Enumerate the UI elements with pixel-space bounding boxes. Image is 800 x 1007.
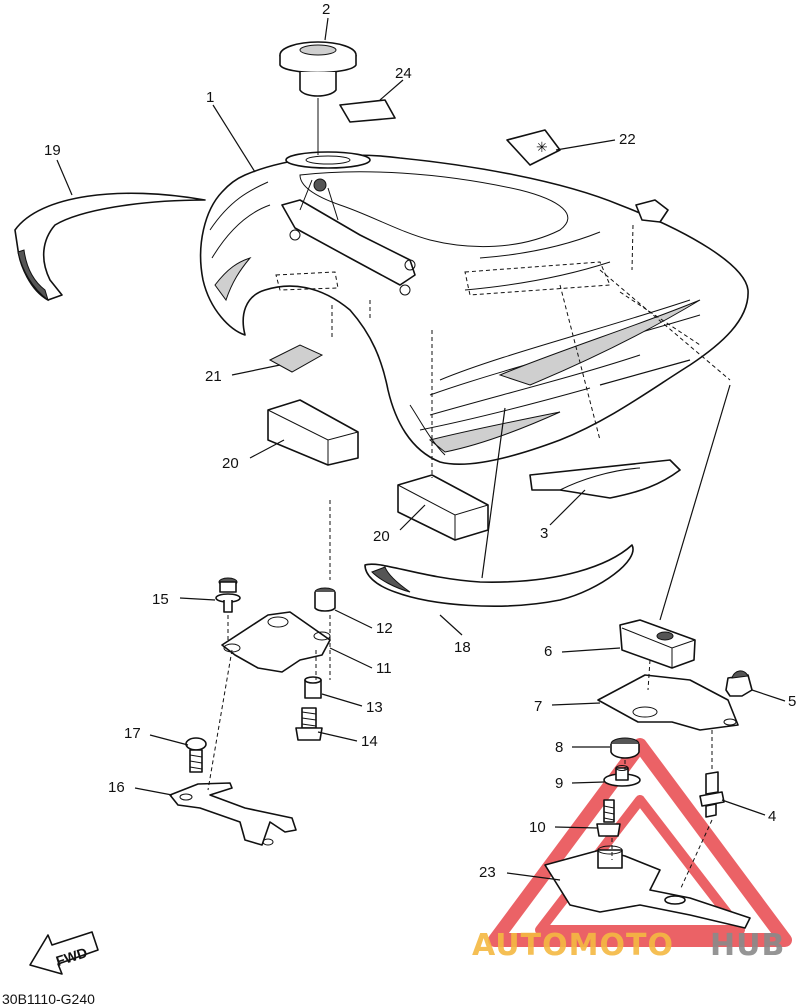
callout-10: 10 — [529, 819, 546, 836]
watermark-text-part2: HUB — [710, 928, 785, 963]
damper-block-6 — [619, 619, 696, 669]
callout-12: 12 — [376, 620, 393, 637]
callout-15: 15 — [152, 591, 169, 608]
nut-5 — [725, 670, 753, 697]
fwd-arrow-icon: FWD — [29, 931, 99, 975]
callout-13: 13 — [366, 699, 383, 716]
callout-4: 4 — [768, 808, 776, 825]
damper-pad-20-left — [267, 399, 359, 466]
callout-22: 22 — [619, 131, 636, 148]
callout-14: 14 — [361, 733, 378, 750]
panel-3 — [529, 459, 681, 499]
grommet-8 — [610, 737, 640, 759]
callout-9: 9 — [555, 775, 563, 792]
callout-19: 19 — [44, 142, 61, 159]
callout-24: 24 — [395, 65, 412, 82]
fuel-cap — [279, 41, 357, 155]
collar-13 — [304, 676, 322, 699]
callout-7: 7 — [534, 698, 542, 715]
callout-16: 16 — [108, 779, 125, 796]
label-decal-24 — [339, 99, 396, 123]
callout-23: 23 — [479, 864, 496, 881]
watermark-triangle-logo — [488, 738, 792, 947]
callout-18: 18 — [454, 639, 471, 656]
callout-17: 17 — [124, 725, 141, 742]
assembly-lines — [207, 224, 731, 891]
side-strip-18 — [364, 544, 634, 607]
trim-strip-19 — [14, 192, 206, 302]
damper-pad-20-right — [397, 474, 489, 541]
callout-8: 8 — [555, 739, 563, 756]
callout-5: 5 — [788, 693, 796, 710]
callout-2: 2 — [322, 1, 330, 18]
diagram-code: 30B1110-G240 — [2, 991, 95, 1007]
callout-1: 1 — [206, 89, 214, 106]
leader-lines — [56, 17, 786, 881]
callout-21: 21 — [205, 368, 222, 385]
bolt-14 — [295, 707, 323, 741]
rubber-grommet-12 — [314, 587, 336, 612]
caution-label-22: ✳ — [506, 129, 561, 166]
watermark-text-part1: AUTOMOTO — [472, 928, 674, 963]
bolt-15 — [215, 577, 241, 613]
bracket-16 — [169, 782, 297, 846]
collar-9 — [603, 765, 641, 787]
bracket-7 — [597, 674, 739, 731]
callout-3: 3 — [540, 525, 548, 542]
bolt-17 — [185, 737, 207, 773]
bolt-10 — [596, 799, 621, 837]
bracket-11 — [221, 611, 331, 673]
svg-text:✳: ✳ — [536, 139, 548, 155]
watermark-text: AUTOMOTO HUB — [472, 928, 785, 963]
callout-20-left: 20 — [222, 455, 239, 472]
callout-numbers: 2 24 1 22 19 21 20 20 3 15 12 11 13 14 1… — [44, 1, 796, 881]
callout-20-right: 20 — [373, 528, 390, 545]
bolt-4 — [699, 771, 725, 818]
bracket-23 — [544, 845, 751, 929]
fuel-tank — [199, 151, 749, 465]
callout-6: 6 — [544, 643, 552, 660]
label-21 — [268, 344, 324, 373]
callout-11: 11 — [376, 660, 392, 677]
